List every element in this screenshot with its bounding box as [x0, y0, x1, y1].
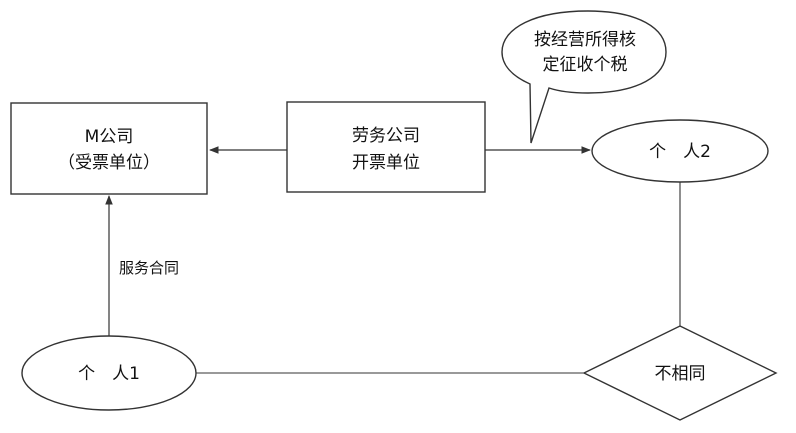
- not-same-node: 不相同: [582, 325, 778, 421]
- m-company-role: （受票单位）: [58, 153, 160, 173]
- callout-text-line-2: 定征收个税: [543, 55, 628, 75]
- labor-company-role: 开票单位: [352, 153, 420, 173]
- m-company-node: M公司 （受票单位）: [10, 102, 208, 195]
- labor-company-node: 劳务公司 开票单位: [286, 101, 486, 193]
- person-1-label: 个 人1: [78, 364, 140, 384]
- connectors: [105, 146, 681, 374]
- m-company-name: M公司: [85, 127, 134, 147]
- callout-bubble-shape: [501, 10, 667, 144]
- person-2-label: 个 人2: [649, 142, 711, 162]
- tax-callout: 按经营所得核 定征收个税: [501, 10, 667, 144]
- person-2-node: 个 人2: [591, 119, 769, 183]
- callout-text-line-1: 按经营所得核: [534, 30, 636, 50]
- labor-company-name: 劳务公司: [352, 126, 420, 146]
- not-same-label: 不相同: [655, 364, 706, 384]
- person-1-node: 个 人1: [21, 335, 197, 411]
- service-contract-label: 服务合同: [119, 259, 179, 277]
